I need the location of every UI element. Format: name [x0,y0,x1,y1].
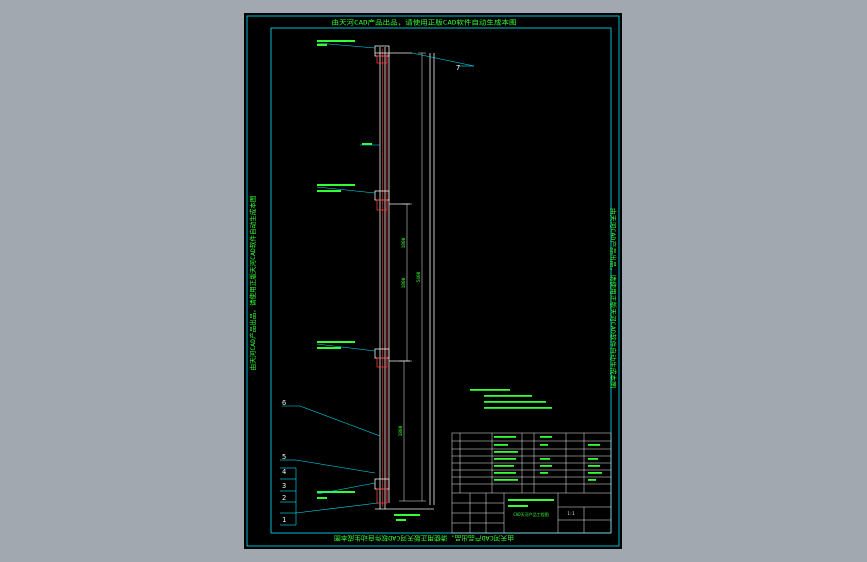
frame-joint-top [374,45,412,64]
profile-annotations [317,40,420,521]
title-block [451,432,612,534]
title-block-scale: 1:1 [567,511,575,516]
callout-7[interactable]: 7 [456,64,460,72]
dimension-text-upper: 1800 [401,277,407,288]
outer-frame [246,15,620,547]
callout-1[interactable]: 1 [282,516,286,524]
dimension-text-middle: 1800 [401,237,407,248]
callout-leaders [280,52,475,526]
window-profile [379,47,435,509]
dimension-text-lower: 1800 [398,425,404,436]
callout-2[interactable]: 2 [282,494,286,502]
callout-6[interactable]: 6 [282,399,286,407]
watermark-right: 由天河CAD产品出品，请使用正版天河CAD软件自动生成本图 [609,208,618,388]
cad-drawing: 由天河CAD产品出品，请使用正版CAD软件自动生成本图 由天河CAD产品出品，请… [246,15,620,547]
technical-notes [470,389,552,409]
watermark-bottom: 由天河CAD产品出品，请使用正版天河CAD软件自动生成本图 [334,534,514,543]
callout-3[interactable]: 3 [282,482,286,490]
callout-5[interactable]: 5 [282,453,286,461]
title-block-text [494,436,602,507]
dimension-lines [399,52,426,502]
callout-4[interactable]: 4 [282,468,286,476]
watermark-left: 由天河CAD产品出品，请使用正版天河CAD软件自动生成本图 [248,196,257,371]
inner-frame [270,27,612,534]
watermark-top: 由天河CAD产品出品，请使用正版CAD软件自动生成本图 [332,18,517,27]
drawing-sheet: 由天河CAD产品出品，请使用正版CAD软件自动生成本图 由天河CAD产品出品，请… [244,13,622,549]
dimension-text-overall: 5400 [416,271,422,282]
frame-joint-bottom [374,478,434,510]
title-block-drawing-title: CAD天河产品工程图 [513,511,548,517]
profile-red-edge [382,49,388,507]
annotation-leaders [316,42,380,495]
